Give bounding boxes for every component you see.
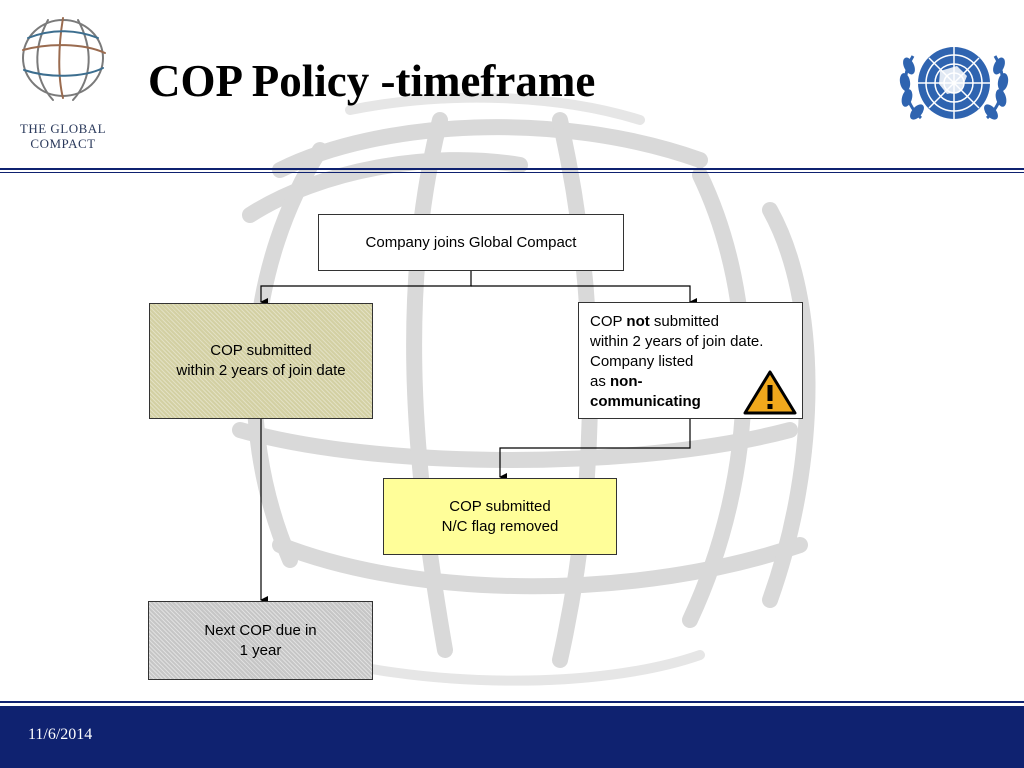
not-submitted-line1: COP not submitted (590, 313, 719, 330)
page-title: COP Policy -timeframe (148, 56, 596, 106)
global-compact-logo: THE GLOBAL COMPACT (8, 8, 118, 158)
arrow-to-flag-removed (499, 418, 691, 481)
flag-removed-line2: N/C flag removed (441, 517, 559, 535)
footer-bar (0, 706, 1024, 768)
next-cop-line2: 1 year (239, 641, 282, 659)
submitted-in-time-box: COP submitted within 2 years of join dat… (149, 303, 373, 419)
arrow-to-submitted (260, 270, 472, 306)
join-box: Company joins Global Compact (318, 214, 624, 271)
next-cop-box: Next COP due in 1 year (148, 601, 373, 680)
footer-date: 11/6/2014 (28, 726, 93, 743)
not-submitted-line2: within 2 years of join date. (590, 333, 764, 350)
header-rule-bottom (0, 172, 1024, 173)
not-submitted-line5: communicating (590, 393, 701, 410)
logo-text-line2: COMPACT (30, 136, 96, 151)
flag-removed-line1: COP submitted (449, 497, 551, 515)
footer-rule (0, 701, 1024, 703)
not-submitted-line3: Company listed (590, 353, 694, 370)
globe-lines-icon (22, 17, 106, 101)
logo-text-line1: THE GLOBAL (19, 121, 107, 136)
not-submitted-line4: as non- (590, 373, 643, 390)
next-cop-line1: Next COP due in (204, 621, 317, 639)
warning-icon (743, 370, 797, 415)
join-text: Company joins Global Compact (365, 233, 577, 251)
submitted-in-time-line1: COP submitted (210, 342, 312, 359)
not-submitted-box: COP not submitted within 2 years of join… (578, 302, 803, 419)
header-rule-top (0, 168, 1024, 170)
flag-removed-box: COP submitted N/C flag removed (383, 478, 617, 555)
arrow-to-not-submitted (471, 285, 697, 306)
united-nations-emblem-icon (899, 47, 1009, 120)
submitted-in-time-line2: within 2 years of join date (176, 362, 346, 379)
